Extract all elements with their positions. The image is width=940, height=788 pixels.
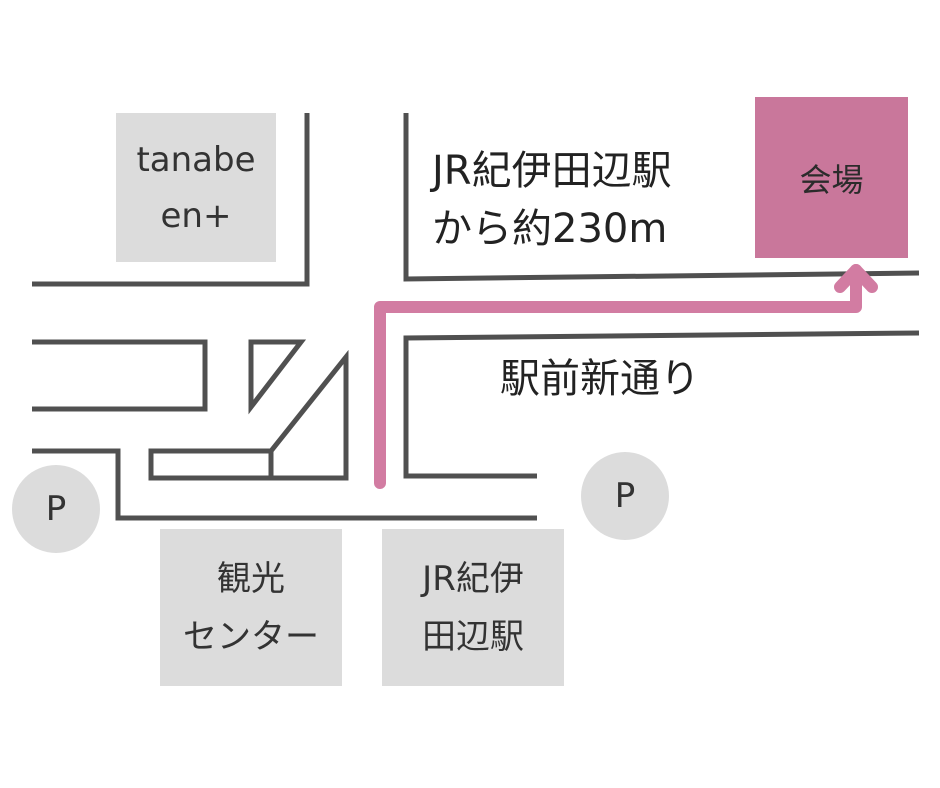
tanabe-en-plus-block: tanabe en+ <box>116 113 276 262</box>
parking-icon: P <box>581 452 669 540</box>
traffic-island <box>148 349 349 481</box>
road-edge <box>32 448 537 521</box>
route-arrowhead <box>834 264 878 293</box>
street-name-label: 駅前新通り <box>500 356 700 402</box>
route-line <box>374 264 862 489</box>
distance-label: JR紀伊田辺駅 から約230m <box>432 148 672 252</box>
road-edge <box>32 339 208 412</box>
road-edge <box>403 330 920 479</box>
road-edge <box>32 113 310 287</box>
venue-block: 会場 <box>755 97 908 258</box>
parking-icon: P <box>12 465 100 553</box>
kanko-center-block: 観光 センター <box>160 529 342 686</box>
road-edge <box>403 113 920 282</box>
traffic-island <box>248 339 307 415</box>
jr-station-block: JR紀伊 田辺駅 <box>382 529 564 686</box>
